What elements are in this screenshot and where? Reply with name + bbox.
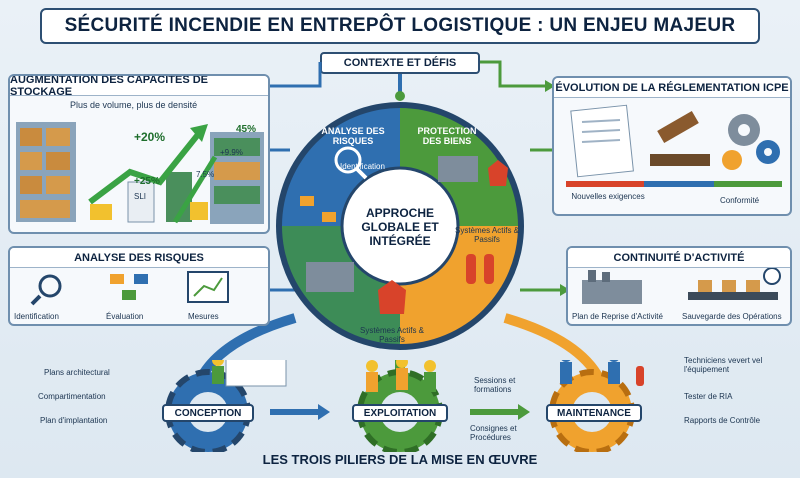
risk-item-identification: Identification (14, 312, 59, 321)
growth-25: +25% (134, 176, 160, 187)
box-label: SLI (134, 192, 147, 201)
risk-header: ANALYSE DES RISQUES (10, 248, 268, 268)
conception-item-compartment: Compartimentation (38, 392, 106, 401)
storage-subtitle: Plus de volume, plus de densité (70, 100, 198, 110)
risk-item-evaluation: Évaluation (106, 312, 144, 321)
regulation-illustration (566, 104, 782, 187)
page-title: SÉCURITÉ INCENDIE EN ENTREPÔT LOGISTIQUE… (40, 8, 760, 44)
risk-icons (30, 271, 229, 306)
exploitation-item-procedures: Consignes et Procédures (470, 424, 517, 442)
continuity-header: CONTINUITÉ D'ACTIVITÉ (568, 248, 790, 268)
continuity-backup: Sauvegarde des Opérations (682, 312, 782, 321)
warehouse-growth-illustration (16, 122, 264, 224)
segment-risk-sub: Identification (340, 162, 385, 171)
maintenance-item-reports: Rapports de Contrôle (684, 416, 761, 425)
conception-item-plans: Plans architectural (44, 368, 110, 377)
risk-panel: ANALYSE DES RISQUES Identification Évalu… (8, 246, 270, 326)
pillar-exploitation: EXPLOITATION (352, 404, 448, 422)
regulation-new: Nouvelles exigences (571, 192, 645, 201)
continuity-pra: Plan de Reprise d'Activité (572, 312, 663, 321)
regulation-compliance: Conformité (720, 196, 760, 205)
exploitation-item-training: Sessions et formations (474, 376, 516, 394)
segment-systems-label-2: Systèmes Actifs & Passifs (359, 326, 425, 344)
conception-item-layout: Plan d'implantation (40, 416, 108, 425)
segment-risk-label: ANALYSE DES RISQUES (321, 126, 385, 146)
risk-item-measures: Mesures (188, 312, 219, 321)
segment-protect-label: PROTECTION DES BIENS (417, 126, 477, 146)
circle-center-label: APPROCHE GLOBALE ET INTÉGRÉE (361, 206, 439, 248)
pillar-conception: CONCEPTION (162, 404, 254, 422)
bottom-title: LES TROIS PILIERS DE LA MISE EN ŒUVRE (262, 452, 538, 467)
maintenance-item-technicians: Techniciens vevert vel l'équipement (684, 356, 763, 374)
maintenance-item-ria: Tester de RIA (684, 392, 733, 401)
growth-9: +9.9% (220, 148, 243, 157)
growth-20: +20% (134, 130, 166, 144)
regulation-panel: ÉVOLUTION DE LA RÉGLEMENTATION ICPE Nouv… (552, 76, 792, 216)
regulation-header: ÉVOLUTION DE LA RÉGLEMENTATION ICPE (554, 78, 790, 98)
storage-header: AUGMENTATION DES CAPACITÉS DE STOCKAGE (10, 76, 268, 98)
continuity-panel: CONTINUITÉ D'ACTIVITÉ Plan de Reprise d'… (566, 246, 792, 326)
continuity-illustration (582, 268, 781, 304)
segment-systems-label: Systèmes Actifs & Passifs (454, 226, 520, 244)
growth-7: 7.5% (196, 170, 215, 179)
central-circle (276, 102, 524, 350)
pillar-maintenance: MAINTENANCE (546, 404, 642, 422)
growth-45: 45% (236, 124, 257, 135)
storage-panel: AUGMENTATION DES CAPACITÉS DE STOCKAGE P… (8, 74, 270, 234)
context-label: CONTEXTE ET DÉFIS (320, 52, 480, 74)
